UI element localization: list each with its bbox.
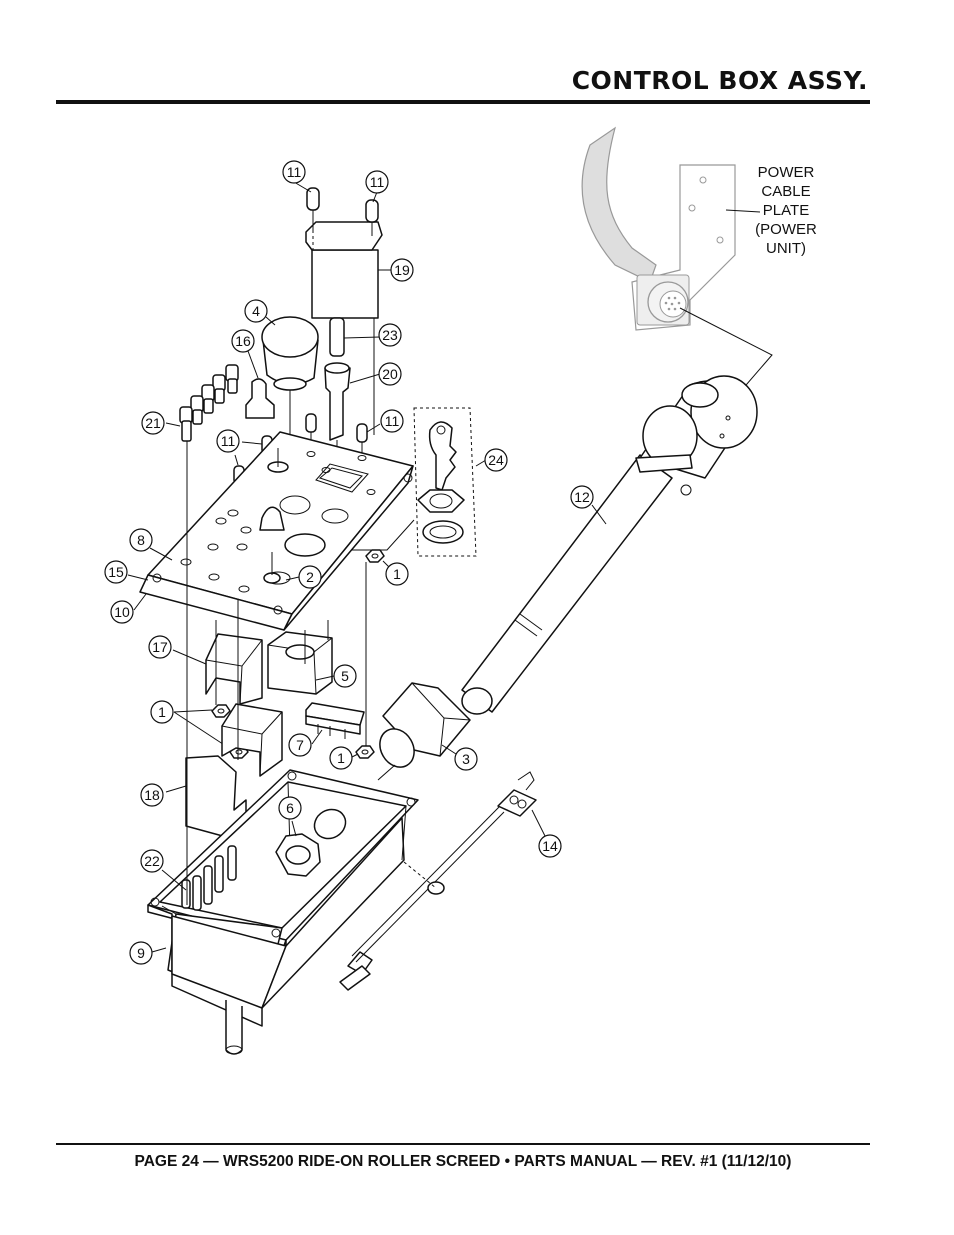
svg-text:18: 18: [144, 787, 160, 803]
key-switch-group: [345, 407, 477, 557]
svg-text:15: 15: [108, 564, 124, 580]
svg-text:24: 24: [488, 452, 504, 468]
callout-24: 24: [484, 448, 508, 472]
svg-text:1: 1: [158, 704, 166, 720]
svg-text:6: 6: [286, 800, 294, 816]
power-cable-plate-label-1: POWER: [758, 164, 815, 181]
callout-14: 14: [538, 834, 562, 858]
power-cable-assembly: [461, 375, 758, 715]
svg-text:1: 1: [393, 566, 401, 582]
svg-text:11: 11: [370, 174, 385, 190]
svg-text:4: 4: [252, 303, 260, 319]
svg-text:21: 21: [145, 415, 161, 431]
fuse-and-light: [324, 317, 381, 520]
callout-16: 16: [231, 329, 255, 353]
svg-text:2: 2: [306, 569, 314, 585]
lock-ring: [275, 820, 321, 877]
svg-text:10: 10: [114, 604, 130, 620]
svg-text:7: 7: [296, 737, 304, 753]
svg-text:11: 11: [385, 413, 400, 429]
page-title: CONTROL BOX ASSY.: [571, 66, 868, 95]
callout-1-b: 1: [150, 700, 174, 724]
callout-15: 15: [104, 560, 128, 584]
callout-7: 7: [288, 733, 312, 757]
svg-text:20: 20: [382, 366, 398, 382]
svg-text:11: 11: [221, 433, 236, 449]
callout-23: 23: [378, 323, 402, 347]
callout-6: 6: [278, 796, 302, 820]
fuse-holder-group: [305, 187, 392, 435]
callout-leaders: [234, 181, 607, 525]
power-cable-plate-label-3: PLATE: [763, 202, 809, 219]
callout-20: 20: [378, 362, 402, 386]
callout-12: 12: [570, 485, 594, 509]
power-cable-plate-label-5: UNIT): [766, 240, 806, 257]
callout-22: 22: [140, 849, 164, 873]
svg-text:8: 8: [137, 532, 145, 548]
svg-text:9: 9: [137, 945, 145, 961]
toggle-boot: [245, 350, 275, 419]
relay-brackets: [165, 630, 365, 839]
callout-5: 5: [333, 664, 357, 688]
svg-text:12: 12: [574, 489, 590, 505]
callout-17: 17: [148, 635, 172, 659]
svg-text:5: 5: [341, 668, 349, 684]
svg-text:3: 3: [462, 751, 470, 767]
svg-text:14: 14: [542, 838, 558, 854]
svg-text:1: 1: [337, 750, 345, 766]
power-cable-plate-label-2: CABLE: [761, 183, 810, 200]
svg-text:22: 22: [144, 853, 160, 869]
callout-1-c: 1: [329, 746, 353, 770]
control-panel-plate: [127, 431, 414, 631]
callout-9: 9: [129, 941, 153, 965]
cord-grip: [377, 682, 471, 781]
standoff-pins: [161, 845, 237, 911]
callout-3: 3: [454, 747, 478, 771]
callout-1-a: 1: [385, 562, 409, 586]
svg-text:17: 17: [152, 639, 168, 655]
svg-text:16: 16: [235, 333, 251, 349]
page-footer: PAGE 24 — WRS5200 RIDE-ON ROLLER SCREED …: [134, 1153, 792, 1170]
hex-nuts: [173, 549, 393, 759]
callout-8: 8: [129, 528, 153, 552]
alignment-lines: [186, 441, 367, 905]
callout-10: 10: [110, 600, 134, 624]
footer-rule: [56, 1143, 870, 1145]
header-rule: [56, 100, 870, 104]
breather-harness: [339, 771, 546, 991]
svg-text:19: 19: [394, 262, 410, 278]
power-cable-plate-label-4: (POWER: [755, 221, 817, 238]
connector-pins: [165, 364, 239, 442]
callout-11-b: 11: [365, 170, 389, 194]
emergency-stop-button: [261, 316, 319, 485]
callout-18: 18: [140, 783, 164, 807]
svg-text:23: 23: [382, 327, 398, 343]
callout-11-d: 11: [380, 409, 404, 433]
power-cable-plate: POWER CABLE PLATE (POWER UNIT): [581, 126, 817, 393]
callout-11-a: 11: [282, 160, 306, 184]
callout-4: 4: [244, 299, 268, 323]
callout-21: 21: [141, 411, 165, 435]
callout-11-c: 11: [216, 429, 240, 453]
svg-text:11: 11: [287, 164, 302, 180]
callout-2: 2: [298, 565, 322, 589]
callout-19: 19: [390, 258, 414, 282]
